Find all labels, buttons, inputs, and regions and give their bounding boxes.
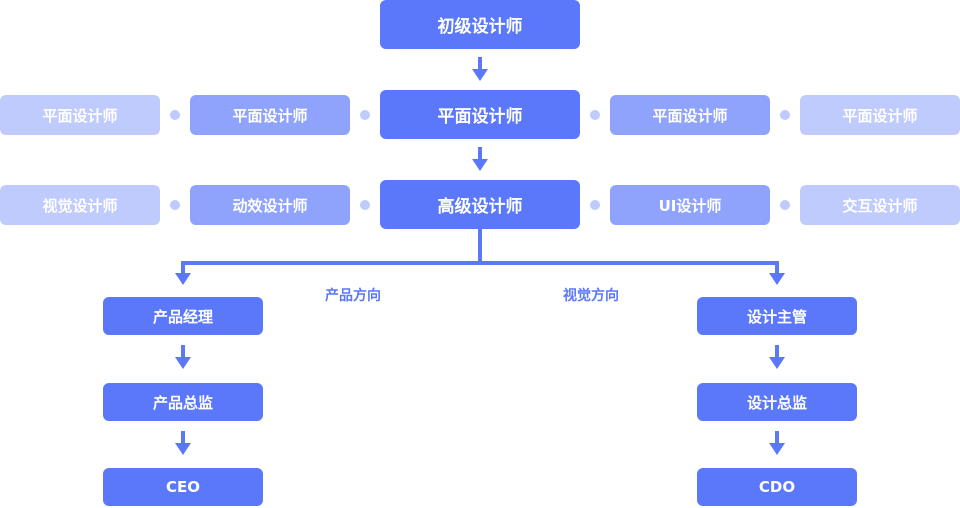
visual-direction-label: 视觉方向: [563, 288, 619, 304]
node-design-director: 设计总监: [697, 383, 857, 421]
node-product-manager: 产品经理: [103, 297, 263, 335]
separator-dot: [360, 110, 370, 120]
branch-visual-designer: 视觉设计师: [0, 185, 160, 225]
separator-dot: [590, 110, 600, 120]
node-ceo: CEO: [103, 468, 263, 506]
separator-dot: [170, 200, 180, 210]
branch-ui-designer: UI设计师: [610, 185, 770, 225]
branch-row2-far-left: 平面设计师: [0, 95, 160, 135]
node-product-director: 产品总监: [103, 383, 263, 421]
node-junior-designer: 初级设计师: [380, 0, 580, 49]
branch-interaction-designer: 交互设计师: [800, 185, 960, 225]
node-design-supervisor: 设计主管: [697, 297, 857, 335]
branch-row2-right: 平面设计师: [610, 95, 770, 135]
branch-row2-left: 平面设计师: [190, 95, 350, 135]
separator-dot: [590, 200, 600, 210]
separator-dot: [780, 110, 790, 120]
branch-motion-designer: 动效设计师: [190, 185, 350, 225]
separator-dot: [170, 110, 180, 120]
branch-row2-far-right: 平面设计师: [800, 95, 960, 135]
node-graphic-designer: 平面设计师: [380, 90, 580, 139]
node-cdo: CDO: [697, 468, 857, 506]
product-direction-label: 产品方向: [325, 288, 381, 304]
separator-dot: [360, 200, 370, 210]
node-senior-designer: 高级设计师: [380, 180, 580, 229]
separator-dot: [780, 200, 790, 210]
